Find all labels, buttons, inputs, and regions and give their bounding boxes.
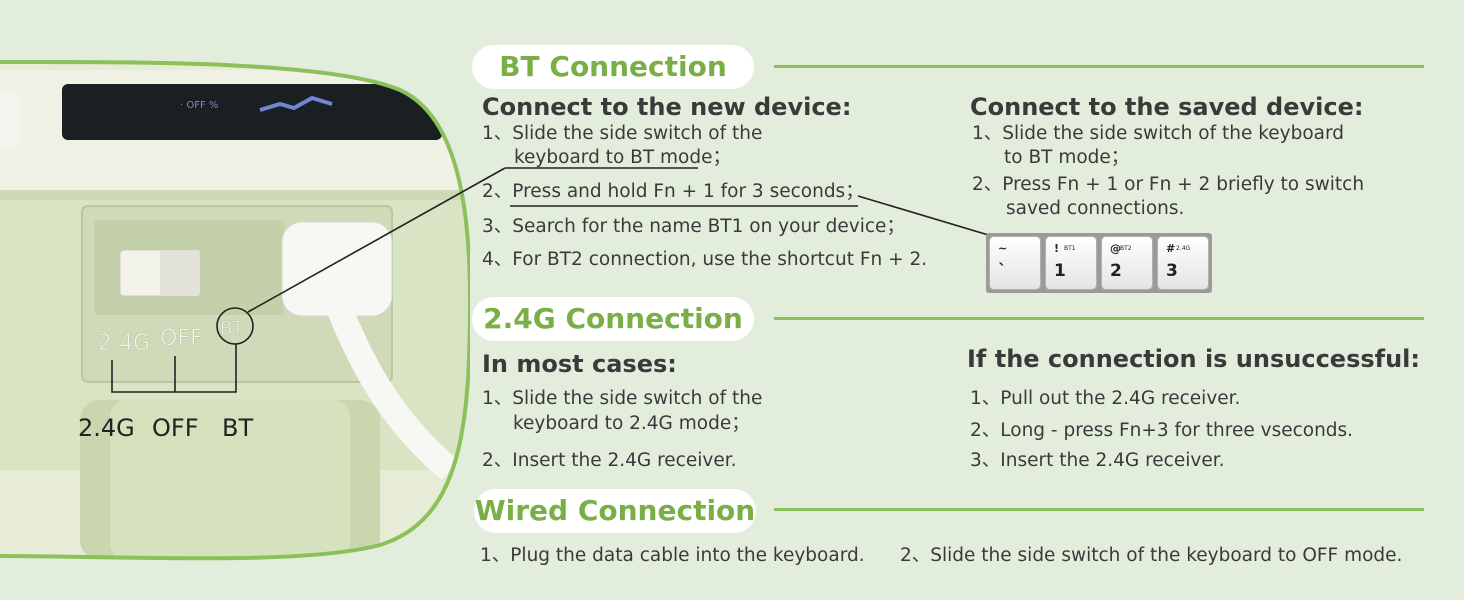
- wired-step-1: 1、Plug the data cable into the keyboard.: [480, 545, 865, 566]
- unsuccessful-step-3: 3、Insert the 2.4G receiver.: [970, 450, 1225, 471]
- wired-step-2: 2、Slide the side switch of the keyboard …: [900, 545, 1403, 566]
- display-strip: [62, 84, 442, 140]
- key-tilde: ~`: [989, 236, 1041, 290]
- saved-device-step-2b: saved connections.: [1006, 198, 1185, 219]
- most-cases-step-2: 2、Insert the 2.4G receiver.: [482, 450, 737, 471]
- bt-connection-title: BT Connection: [472, 45, 754, 89]
- unsuccessful-step-2: 2、Long - press Fn+3 for three vseconds.: [970, 420, 1354, 441]
- keyboard-illustration: · OFF % 2.4G OFF BT 2.4G OFF BT: [0, 59, 470, 561]
- mode-label-off: OFF: [152, 414, 199, 442]
- most-cases-step-1: 1、Slide the side switch of the: [482, 388, 763, 409]
- new-device-heading: Connect to the new device:: [482, 93, 852, 121]
- g24-connection-title: 2.4G Connection: [472, 297, 754, 341]
- new-device-step-2: 2、Press and hold Fn + 1 for 3 seconds；: [482, 181, 864, 202]
- most-cases-step-1b: keyboard to 2.4G mode；: [513, 413, 750, 434]
- bt-divider: [774, 65, 1424, 68]
- unsuccessful-heading: If the connection is unsuccessful:: [967, 345, 1420, 373]
- most-cases-heading: In most cases:: [482, 350, 677, 378]
- switch-label-bt: BT: [220, 318, 244, 339]
- mode-label-bt: BT: [222, 414, 253, 442]
- new-device-step-3: 3、Search for the name BT1 on your device…: [482, 216, 905, 237]
- new-device-step-1b: keyboard to BT mode；: [514, 147, 731, 168]
- new-device-step-1: 1、Slide the side switch of the: [482, 123, 763, 144]
- switch-label-2-4g: 2.4G: [98, 331, 150, 356]
- saved-device-step-2: 2、Press Fn + 1 or Fn + 2 briefly to swit…: [972, 174, 1365, 195]
- unsuccessful-step-1: 1、Pull out the 2.4G receiver.: [970, 388, 1241, 409]
- bt-highlight-circle: [216, 307, 254, 345]
- new-device-step-4: 4、For BT2 connection, use the shortcut F…: [482, 249, 928, 270]
- svg-text:· OFF %: · OFF %: [180, 100, 218, 111]
- saved-device-step-1: 1、Slide the side switch of the keyboard: [972, 123, 1345, 144]
- switch-label-off: OFF: [160, 326, 203, 351]
- wired-divider: [774, 508, 1424, 511]
- wired-connection-title: Wired Connection: [474, 489, 756, 533]
- g24-divider: [774, 317, 1424, 320]
- saved-device-heading: Connect to the saved device:: [970, 93, 1364, 121]
- saved-device-step-1b: to BT mode；: [1004, 147, 1130, 168]
- mode-label-2-4g: 2.4G: [78, 414, 135, 442]
